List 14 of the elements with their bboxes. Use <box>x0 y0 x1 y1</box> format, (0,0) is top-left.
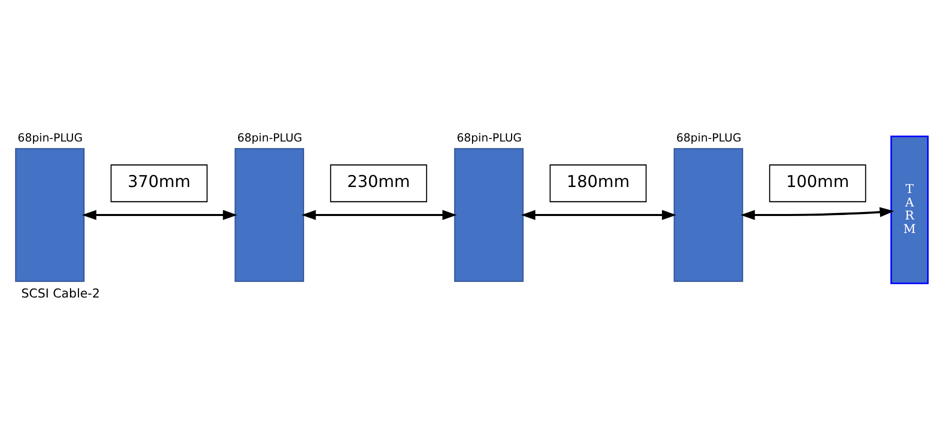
node-label: 68pin-PLUG <box>456 130 522 144</box>
arrow <box>301 209 456 220</box>
node-box: 100mm <box>768 164 866 202</box>
node-box: 180mm <box>549 164 646 202</box>
arrow <box>81 209 237 220</box>
node-box: 230mm <box>330 164 427 202</box>
node-label: 68pin-PLUG <box>17 130 82 144</box>
caption: SCSI Cable-2 <box>20 286 100 300</box>
node-box: 370mm <box>110 164 208 202</box>
node-label: 68pin-PLUG <box>676 130 741 144</box>
arrow <box>740 206 894 220</box>
arrow <box>520 209 676 220</box>
node-label: 68pin-PLUG <box>236 130 302 144</box>
node-box: TARM <box>890 135 928 284</box>
